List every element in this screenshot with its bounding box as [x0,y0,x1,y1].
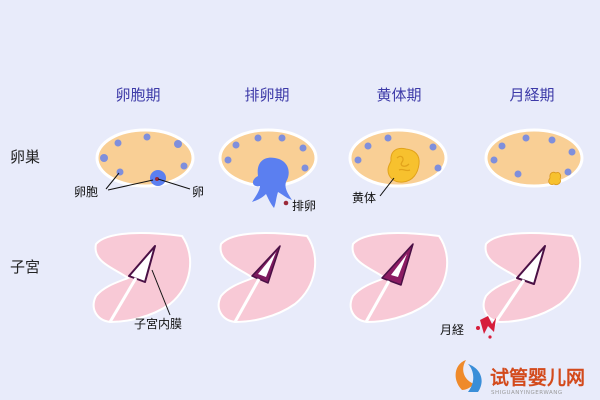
uterine-cavity [258,252,276,277]
follicle [429,143,437,151]
cervical-canal [233,278,261,323]
uterus-menstrual [476,232,582,339]
follicle [564,168,572,176]
uterine-cavity [391,254,407,277]
released-egg [283,200,289,206]
row-label-uterus: 子宮 [10,258,40,276]
label-ovulation: 排卵 [292,199,316,213]
follicle [384,134,392,142]
phase-title-luteal: 黄体期 [376,86,421,104]
endometrium-shedding [516,245,546,285]
corpus-luteum-texture [396,155,411,172]
cervical-canal [364,280,391,323]
label-corpus-luteum: 黄体 [352,191,376,205]
ovary-menstrual [484,128,584,188]
blood-drop [488,335,492,339]
blood-drop [476,326,480,330]
brand-subtitle: SHIGUANYINGERWANG [491,390,563,396]
uterus-luteal [349,232,449,324]
follicle [364,142,372,150]
follicle [143,133,151,141]
cervical-canal [108,277,138,323]
ovary-annotations: 卵胞 卵 排卵 黄体 [74,172,395,213]
phase-title-menstrual: 月経期 [509,86,554,104]
follicle [100,154,108,162]
label-egg: 卵 [192,185,204,199]
egg-pointer [157,178,191,190]
regressing-corpus-luteum [548,171,562,186]
follicle [548,136,556,144]
endometrium-pointer [151,269,171,316]
ovary-follicular [95,128,195,188]
follicle [180,162,188,170]
follicle [498,142,506,150]
follicle [354,156,362,164]
menstrual-blood [480,316,496,334]
follicle-pointer-2 [107,179,154,191]
follicle [490,156,498,164]
follicle [224,156,232,164]
follicle [434,164,442,172]
label-menstruation: 月経 [440,323,464,337]
follicle [174,140,182,148]
uterus-ovulation [217,232,317,324]
follicle [278,134,286,142]
follicle [254,134,262,142]
uterus-follicular [92,232,192,324]
follicle [522,134,530,142]
phase-title-ovulation: 排卵期 [244,86,289,104]
follicle [514,170,522,178]
ovary-shape [484,128,584,188]
ruptured-follicle [252,157,292,208]
brand-logo-icon [455,360,474,390]
uterus-annotations: 子宮内膜 月経 [134,269,464,337]
label-endometrium: 子宮内膜 [134,316,182,331]
follicle [114,139,122,147]
phase-title-follicular: 卵胞期 [115,86,160,104]
follicle [232,141,240,149]
follicle [299,144,307,152]
brand-logo-icon-accent [468,364,482,392]
row-label-ovary: 卵巣 [10,148,40,166]
corpus-luteum [387,147,420,183]
endometrium-thick [381,243,414,286]
egg [155,177,159,181]
ovary-ovulation [218,128,318,208]
follicle [568,148,576,156]
follicle [301,164,309,172]
follicle-pointer [105,172,120,190]
watermark: 试管婴儿网 SHIGUANYINGERWANG [455,360,585,396]
cervical-canal [491,279,526,327]
ovary-luteal [348,128,448,188]
brand-name: 试管婴儿网 [490,366,585,389]
corpus-luteum-pointer [379,177,395,197]
label-follicle: 卵胞 [74,185,98,199]
